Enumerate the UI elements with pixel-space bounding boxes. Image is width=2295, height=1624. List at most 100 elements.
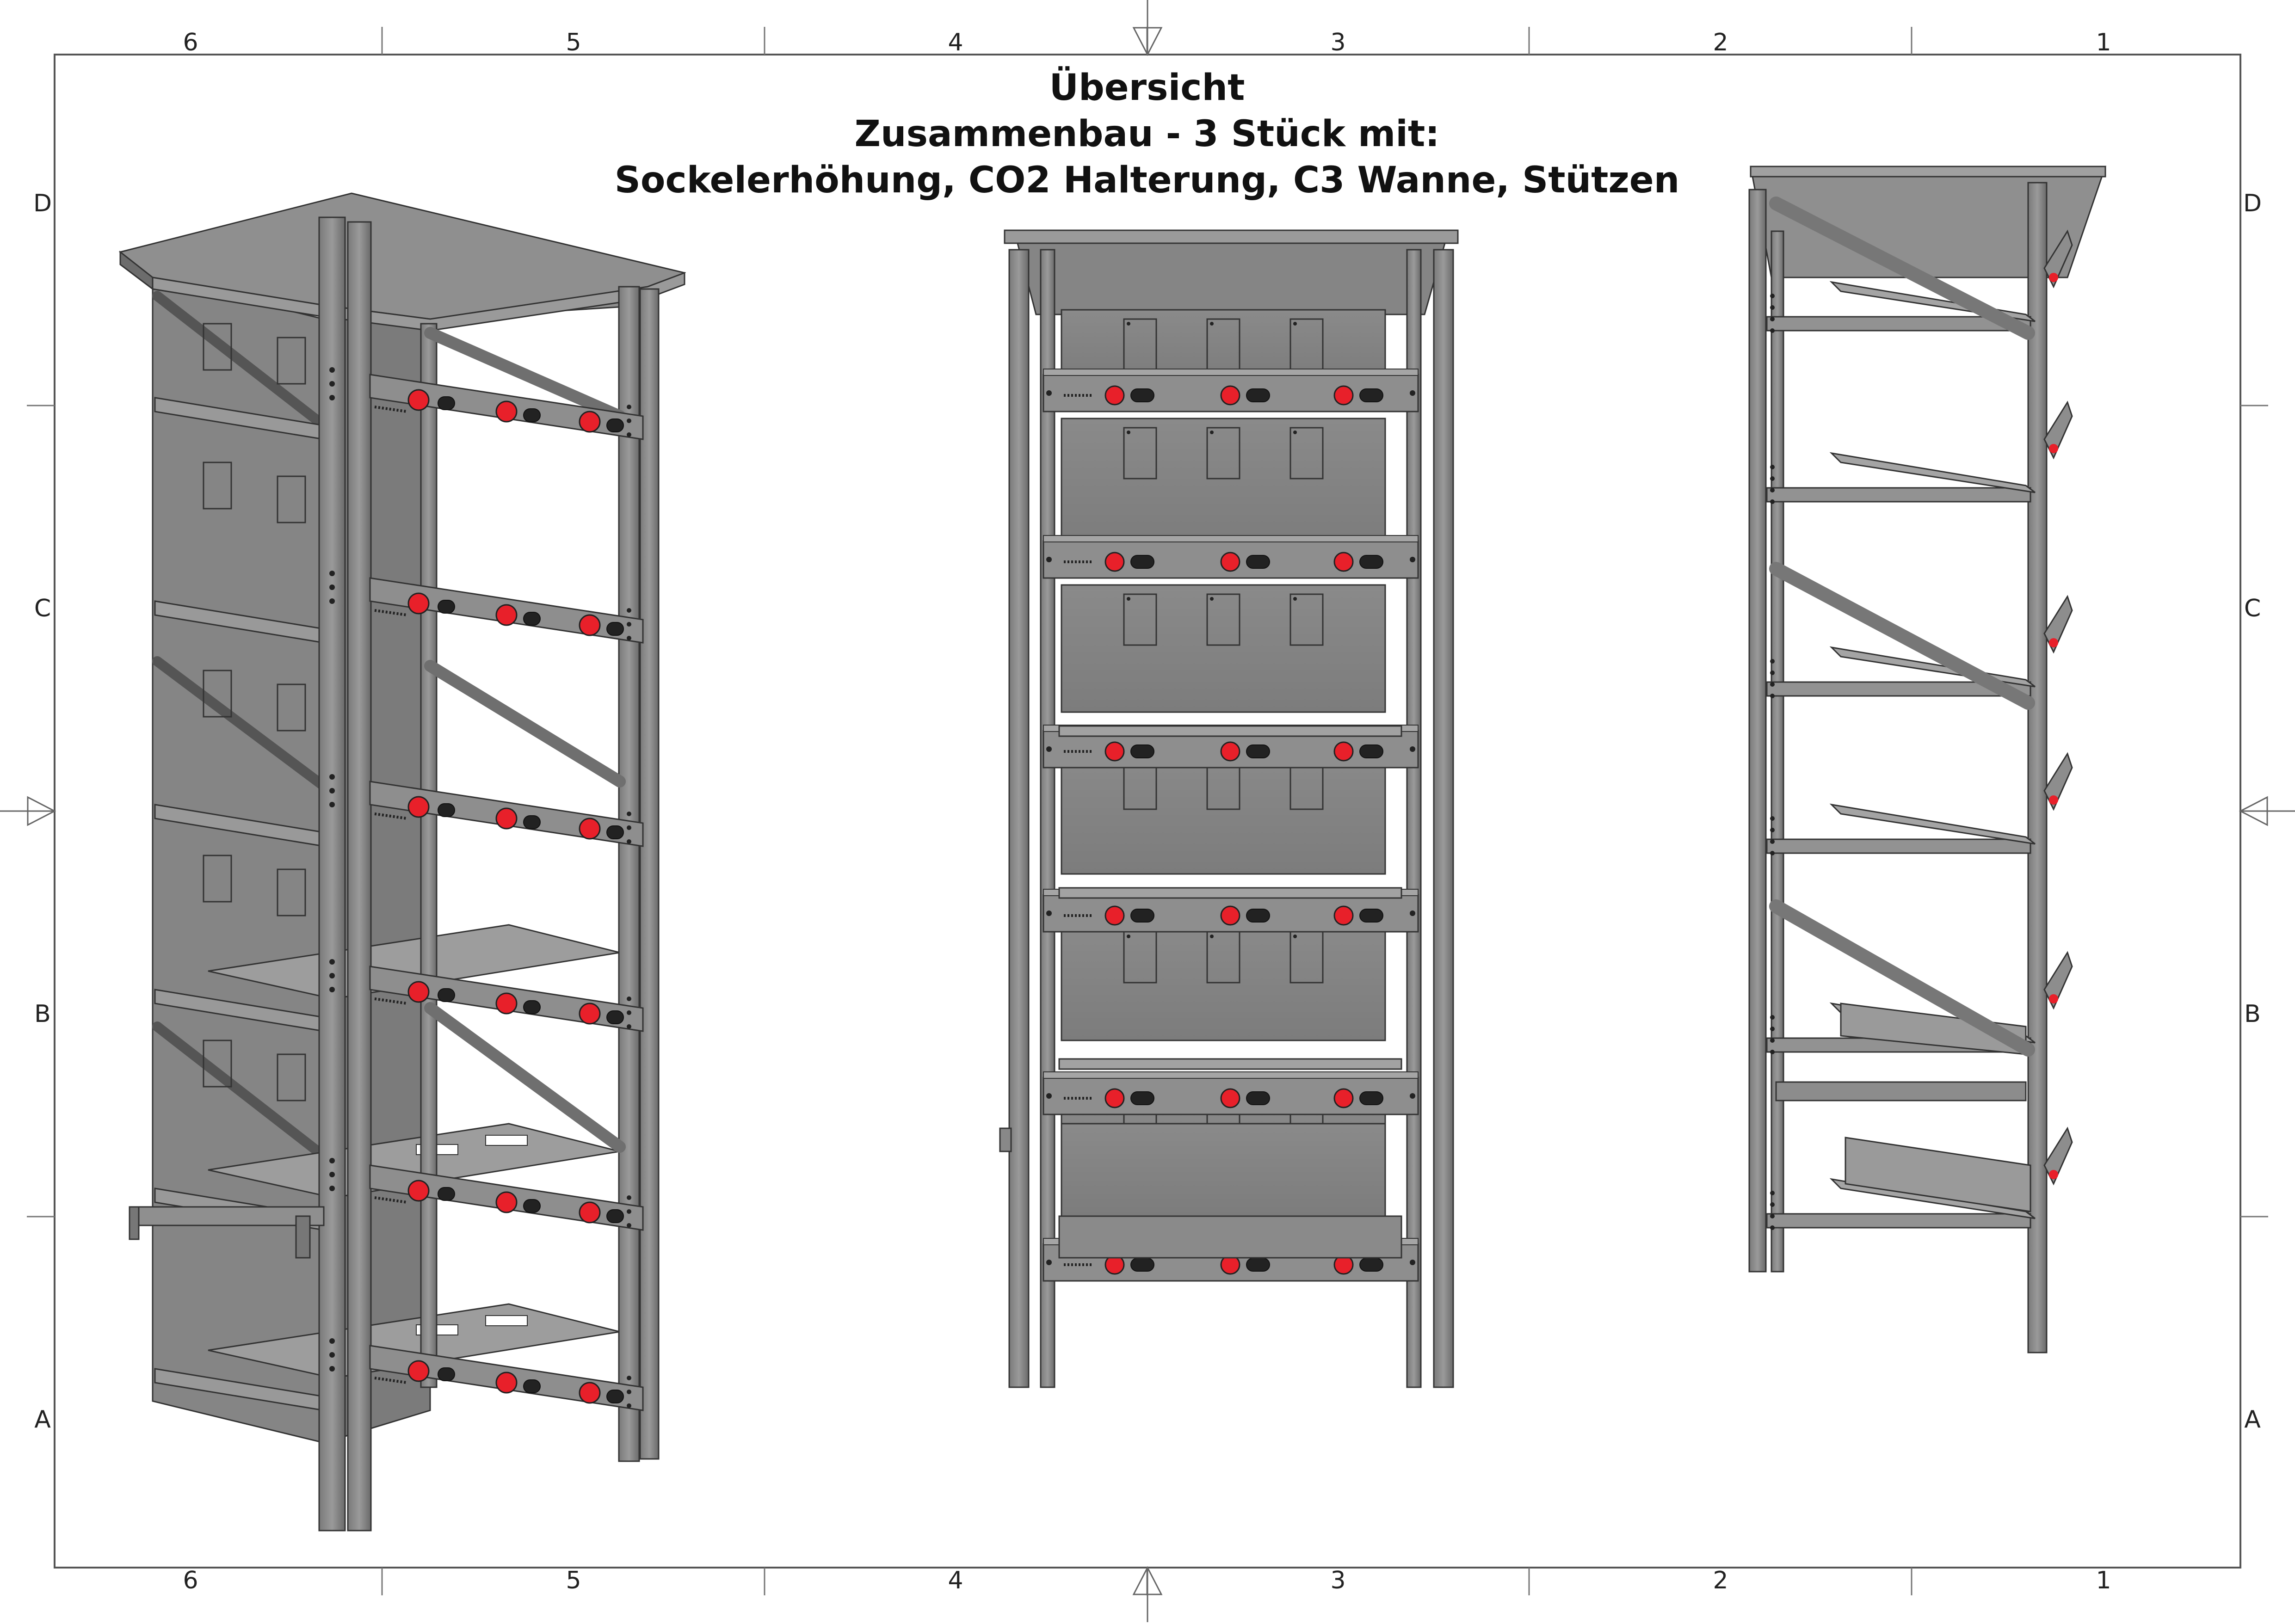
black-knob <box>1246 909 1270 923</box>
post-hole <box>329 1366 335 1372</box>
side-tray-lip <box>1829 803 2036 845</box>
black-knob <box>438 803 455 817</box>
red-knob <box>1333 552 1354 572</box>
zone-row-label-right: A <box>2244 1406 2261 1433</box>
zone-column-label-bottom: 2 <box>1713 1567 1728 1594</box>
red-knob <box>407 796 430 818</box>
black-knob <box>606 1209 624 1223</box>
black-knob <box>1359 909 1383 923</box>
black-knob <box>523 1379 541 1393</box>
post-hole <box>627 418 631 423</box>
black-knob <box>438 1187 455 1201</box>
black-knob <box>438 1367 455 1381</box>
iso-side-braces <box>424 327 626 1153</box>
post-hole <box>627 608 631 613</box>
iso-panel-stickers <box>203 323 306 1101</box>
red-knob <box>579 411 601 433</box>
iso-panel-sticker <box>277 868 306 917</box>
iso-panel-sticker <box>277 475 306 523</box>
front-panel <box>1061 922 1386 1041</box>
iso-side-brace <box>424 1002 626 1153</box>
red-knob <box>579 1382 601 1404</box>
iso-post-back-right <box>420 323 438 1388</box>
front-tray-lip <box>1058 1058 1402 1070</box>
black-knob <box>1246 1091 1270 1105</box>
side-red-knob <box>2049 638 2058 647</box>
front-bolt <box>1410 1260 1415 1265</box>
side-post-hole <box>1770 659 1775 664</box>
post-hole <box>627 997 631 1001</box>
red-knob <box>579 1201 601 1224</box>
iso-post-front-left-b <box>347 221 372 1532</box>
front-panel <box>1061 584 1386 713</box>
post-hole <box>329 381 335 387</box>
front-shelf-top <box>1043 1071 1419 1079</box>
post-hole <box>329 367 335 373</box>
side-braces <box>1769 197 2035 1057</box>
front-panel-bottom <box>1061 1123 1386 1217</box>
isometric-view <box>118 192 686 1532</box>
red-knob <box>1220 741 1240 762</box>
zone-column-label-bottom: 6 <box>183 1567 198 1594</box>
side-post-left <box>1748 189 1767 1273</box>
iso-roof-front-edge <box>152 271 685 332</box>
black-knob <box>1359 1258 1383 1272</box>
side-roof-top <box>1750 166 2106 178</box>
front-panel <box>1061 748 1386 875</box>
post-hole <box>627 636 631 640</box>
front-bolt <box>1046 1260 1052 1265</box>
red-knob <box>1333 905 1354 926</box>
post-hole <box>627 1010 631 1015</box>
front-bolt <box>1410 746 1415 752</box>
front-post-right-inner <box>1406 249 1422 1388</box>
zone-column-label-bottom: 5 <box>566 1567 581 1594</box>
front-bolt <box>1410 557 1415 562</box>
side-red-knob <box>2049 1170 2058 1179</box>
black-knob <box>1130 1258 1154 1272</box>
front-bolt <box>1046 390 1052 396</box>
front-panel-sticker <box>1123 427 1157 480</box>
front-post-right <box>1433 249 1454 1388</box>
front-side-stub <box>999 1127 1012 1152</box>
black-knob <box>1130 388 1154 402</box>
post-hole <box>329 959 335 965</box>
iso-post-front-right-b <box>639 288 660 1460</box>
post-hole <box>627 622 631 627</box>
post-hole <box>627 1209 631 1214</box>
side-red-knob <box>2049 444 2058 453</box>
side-levels <box>1766 229 2073 1230</box>
front-panel-bolt <box>1210 322 1214 326</box>
black-knob <box>1130 1091 1154 1105</box>
front-panel-sticker <box>1123 593 1157 646</box>
iso-support-bracket <box>129 1206 325 1259</box>
black-knob <box>606 1390 624 1403</box>
post-hole <box>627 1223 631 1228</box>
zone-column-label-bottom: 1 <box>2096 1567 2111 1594</box>
red-knob <box>1333 1088 1354 1108</box>
post-hole <box>627 1403 631 1408</box>
red-knob <box>1220 552 1240 572</box>
front-panel <box>1061 309 1386 380</box>
front-panel-bolt <box>1127 322 1130 326</box>
side-post-hole <box>1770 1038 1775 1043</box>
iso-panel-sticker <box>277 337 306 385</box>
front-levels <box>1043 309 1419 1282</box>
side-view <box>1748 166 2107 1353</box>
red-knob <box>1104 905 1125 926</box>
zone-column-label-top: 1 <box>2096 29 2111 56</box>
front-bolt <box>1046 557 1052 562</box>
front-bolt <box>1410 1093 1415 1099</box>
center-marker-bottom <box>1132 1566 1163 1622</box>
title-line-1: Übersicht <box>1049 67 1245 109</box>
black-knob <box>1359 388 1383 402</box>
front-panel-bolt <box>1293 597 1297 601</box>
side-post-hole <box>1770 1225 1775 1230</box>
red-knob <box>1333 385 1354 406</box>
iso-scale-mark <box>374 1196 407 1204</box>
post-hole <box>627 405 631 409</box>
zone-row-label-right: C <box>2244 595 2261 622</box>
front-panel-bolt <box>1293 935 1297 938</box>
zone-column-label-top: 4 <box>948 29 963 56</box>
